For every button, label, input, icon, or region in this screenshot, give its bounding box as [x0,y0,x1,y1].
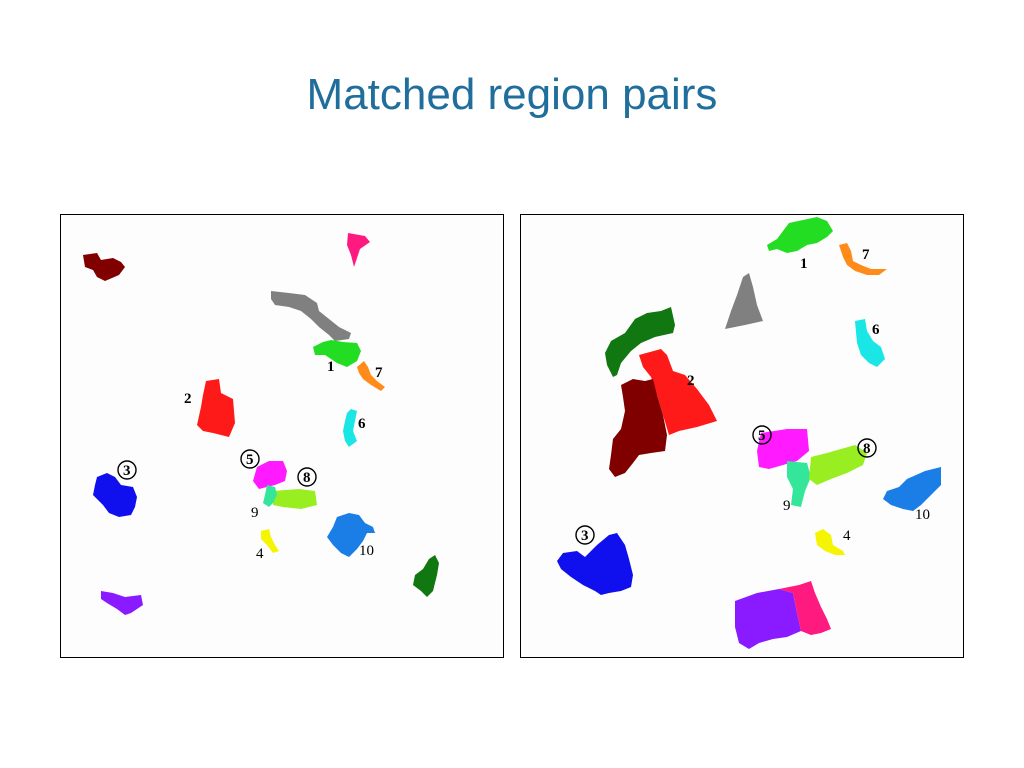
right-label-8: 8 [863,441,871,457]
left-label-8-circle [297,467,317,487]
right-label-3-circle [575,525,595,545]
left-label-7: 7 [375,365,383,381]
right-region-darkgreen [605,307,675,377]
left-region-darkgreen [413,555,439,597]
left-label-5-circle [240,449,260,469]
left-label-4: 4 [256,546,264,562]
left-region-map: 1 2 3 4 5 6 7 8 9 10 [83,233,439,615]
right-region-9 [787,461,811,507]
right-region-10 [883,467,941,511]
left-label-3: 3 [123,463,131,479]
right-label-8-circle [857,438,877,458]
right-region-gray [725,273,763,329]
right-label-3: 3 [581,528,589,544]
right-label-9: 9 [783,498,791,514]
left-image-panel: 1 2 3 4 5 6 7 8 9 10 [60,214,504,658]
right-region-maroon [609,379,667,477]
left-region-pink [347,233,370,267]
left-label-9: 9 [251,505,259,521]
left-region-maroon [83,253,125,281]
right-label-10: 10 [915,507,930,523]
left-region-purple [101,591,143,615]
right-region-7 [839,243,887,275]
right-image-panel: 1 2 3 4 5 6 7 8 9 10 [520,214,964,658]
left-label-3-circle [117,460,137,480]
left-label-8: 8 [303,470,311,486]
left-label-5: 5 [246,452,254,468]
left-region-2 [197,379,235,437]
right-label-5: 5 [758,428,766,444]
right-label-5-circle [752,425,772,445]
left-region-1 [313,340,361,367]
right-region-2 [639,349,717,435]
right-label-4: 4 [843,528,851,544]
right-region-3 [557,533,633,595]
right-label-1: 1 [800,256,808,272]
slide-title: Matched region pairs [306,70,718,119]
right-region-map: 1 2 3 4 5 6 7 8 9 10 [557,217,941,649]
left-region-gray [271,291,351,341]
right-region-6 [855,319,885,367]
right-region-8 [809,445,867,485]
left-label-10: 10 [359,543,374,559]
left-region-7 [357,361,385,391]
right-region-1 [767,217,833,253]
left-region-10 [327,513,375,557]
left-region-8 [273,489,317,509]
right-region-4 [815,529,845,555]
right-label-2: 2 [687,373,695,389]
right-region-pink [779,581,831,635]
left-label-1: 1 [327,359,335,375]
right-label-7: 7 [862,247,870,263]
left-label-6: 6 [358,416,366,432]
left-region-9 [263,485,277,507]
right-label-6: 6 [872,322,880,338]
left-region-5 [253,461,287,489]
left-region-6 [343,409,357,447]
left-region-4 [261,529,279,553]
right-region-purple [735,589,801,649]
left-region-3 [93,473,137,517]
left-label-2: 2 [184,391,192,407]
